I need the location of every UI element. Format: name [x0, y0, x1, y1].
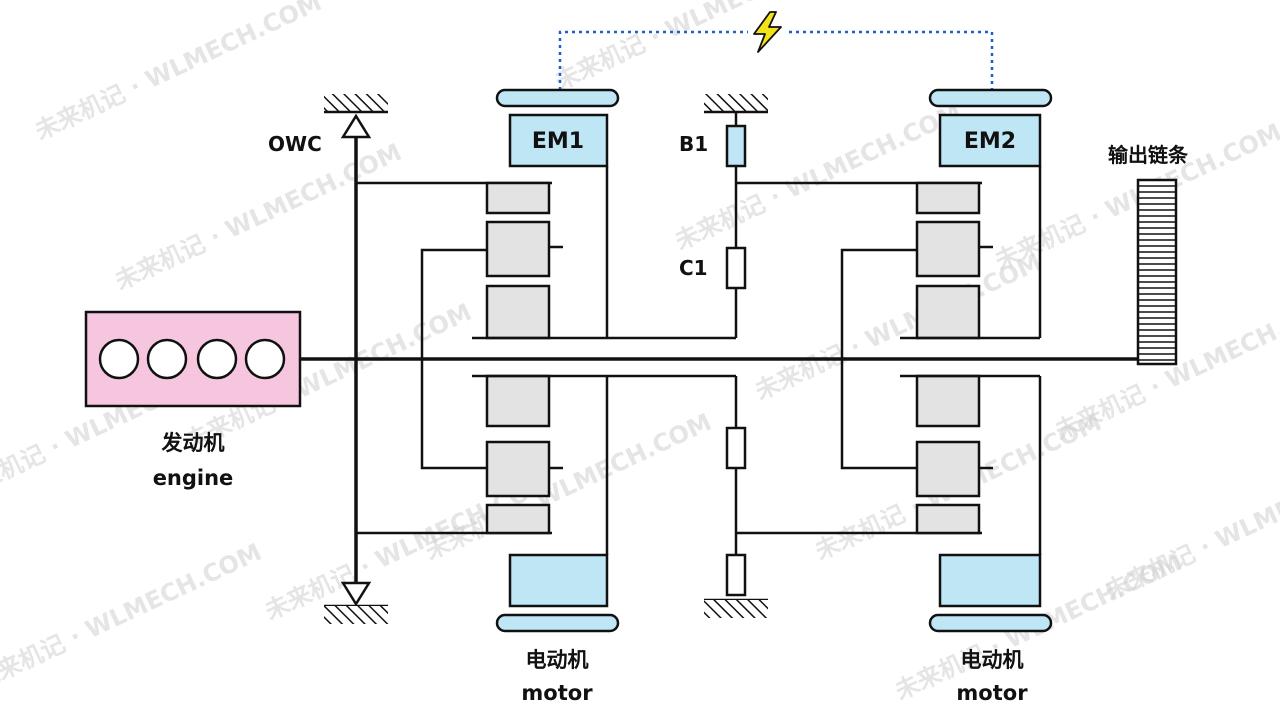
output-chain-label: 输出链条 [1108, 143, 1189, 167]
lightning-bolt-icon [748, 11, 788, 53]
planetary-gearset-left [356, 166, 736, 555]
em2-rotor-top [928, 88, 1053, 108]
motor1-label-en: motor [521, 681, 593, 705]
b1-brake [704, 94, 768, 248]
motor2-label-en: motor [956, 681, 1028, 705]
ring-gear-top-left [485, 181, 551, 215]
sun-gear-bottom-right [915, 374, 981, 428]
em1-stator-bottom [508, 553, 609, 608]
c1-clutch [725, 246, 747, 338]
electrical-link [558, 11, 994, 90]
em1-motor: EM1 [495, 88, 620, 633]
em1-rotor-bottom [495, 613, 620, 633]
owc-ground-top [324, 94, 388, 139]
em2-stator [938, 113, 1042, 168]
engine-cylinder [98, 338, 140, 380]
em1-label: EM1 [532, 129, 584, 154]
planet-gear-bottom-left [485, 440, 551, 498]
em2-label: EM2 [964, 129, 1016, 154]
watermark: 未来机记 · WLMECH.COM [0, 538, 266, 695]
ring-gear-bottom-right [915, 503, 981, 535]
watermark: 未来机记 · WLMECH.COM [551, 0, 846, 95]
engine-cylinder [196, 338, 238, 380]
owc-label: OWC [268, 132, 322, 156]
sun-gear-top-right [915, 284, 981, 340]
em1-rotor-top [495, 88, 620, 108]
engine-cylinder [244, 338, 286, 380]
lower-clutch [704, 376, 768, 618]
watermark: 未来机记 · WLMECH.COM [31, 0, 326, 145]
engine-label-cn: 发动机 [161, 431, 225, 455]
ring-gear-bottom-left [485, 503, 551, 535]
c1-label: C1 [679, 256, 708, 280]
planetary-gearset-right [840, 166, 1042, 555]
motor2-label-cn: 电动机 [961, 648, 1024, 672]
watermark: 未来机记 · WLMECH.COM [421, 408, 716, 565]
em2-rotor-bottom [928, 613, 1053, 633]
engine-label-en: engine [153, 466, 234, 490]
em1-stator [508, 113, 609, 168]
planet-gear-top-right [915, 220, 981, 278]
owc-ground-bottom [324, 581, 388, 624]
em2-stator-bottom [938, 553, 1042, 608]
watermark: 未来机记 · WLMECH.COM [1101, 448, 1280, 605]
engine-cylinder [146, 338, 188, 380]
engine [84, 310, 302, 408]
sun-gear-top-left [485, 284, 551, 340]
output-chain-sprocket [1136, 178, 1178, 366]
em2-motor: EM2 [928, 88, 1053, 633]
sun-gear-bottom-left [485, 374, 551, 428]
motor1-label-cn: 电动机 [526, 648, 589, 672]
ring-gear-top-right [915, 181, 981, 215]
watermark: 未来机记 · WLMECH.COM [111, 138, 406, 295]
b1-label: B1 [679, 132, 708, 156]
planet-gear-top-left [485, 220, 551, 278]
planet-gear-bottom-right [915, 440, 981, 498]
